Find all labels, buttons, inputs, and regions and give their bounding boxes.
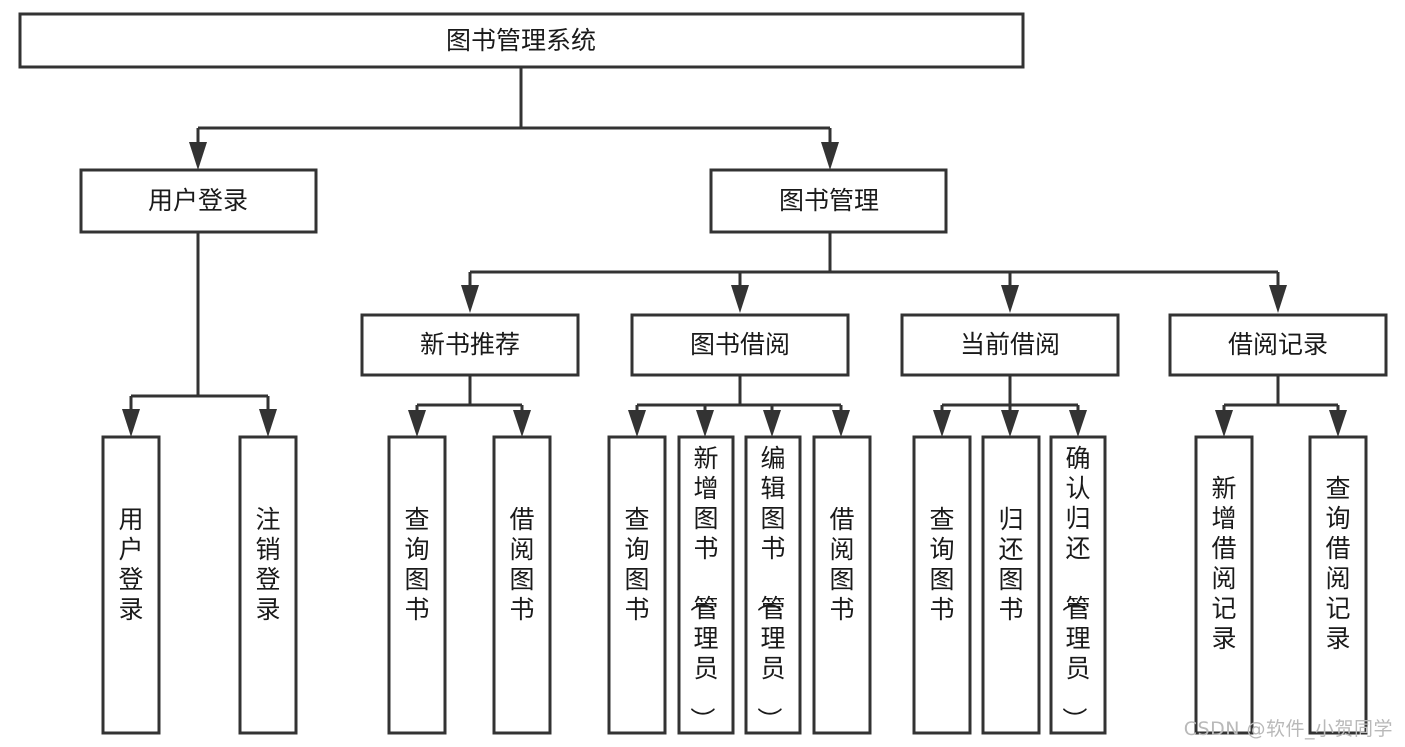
- leaf-new-book-1-rect: [387, 435, 447, 735]
- leaf-current-borrow-1-rect: [912, 435, 972, 735]
- arrow-to-current-borrow: [1001, 285, 1019, 313]
- leaf-book-borrow-2-label: 新增图书（管理员）: [687, 444, 718, 732]
- arrow-ul-leaf2: [259, 409, 277, 437]
- node-root-system[interactable]: 图书管理系统: [18, 12, 1025, 69]
- leaf-book-borrow-3[interactable]: 编辑图书（管理员）: [744, 435, 802, 735]
- node-user-login-rect: [79, 168, 318, 234]
- leaf-borrow-record-1-label: 新增借阅记录: [1211, 474, 1236, 653]
- leaf-user-login-1-rect: [101, 435, 161, 735]
- arrow-cb-leaf2: [1001, 410, 1019, 437]
- leaf-current-borrow-1-label: 查询图书: [929, 505, 954, 624]
- leaf-book-borrow-3-rect: [744, 435, 802, 735]
- leaf-new-book-1[interactable]: 查询图书: [387, 435, 447, 735]
- arrow-bb-leaf2: [696, 410, 714, 437]
- leaf-user-login-2-rect: [238, 435, 298, 735]
- leaf-new-book-2-rect: [492, 435, 552, 735]
- leaf-book-borrow-4[interactable]: 借阅图书: [812, 435, 872, 735]
- arrow-nb-leaf1: [408, 410, 426, 437]
- arrow-to-book-manage: [821, 142, 839, 170]
- arrow-to-user-login: [189, 142, 207, 170]
- node-book-borrow-rect: [630, 313, 850, 377]
- node-current-borrow[interactable]: 当前借阅: [900, 313, 1120, 377]
- node-user-login-label: 用户登录: [148, 186, 248, 215]
- node-root-label: 图书管理系统: [446, 26, 596, 55]
- leaf-current-borrow-3-label: 确认归还（管理员）: [1059, 444, 1090, 732]
- leaf-book-borrow-2[interactable]: 新增图书（管理员）: [677, 435, 735, 735]
- arrow-bb-leaf4: [832, 410, 850, 437]
- arrow-to-borrow-record: [1269, 285, 1287, 313]
- leaf-current-borrow-2-rect: [981, 435, 1041, 735]
- node-borrow-record-label: 借阅记录: [1228, 330, 1328, 359]
- node-borrow-record-rect: [1168, 313, 1388, 377]
- arrow-bb-leaf1: [628, 410, 646, 437]
- node-book-borrow-label: 图书借阅: [690, 330, 790, 359]
- leaf-book-borrow-2-rect: [677, 435, 735, 735]
- node-book-borrow[interactable]: 图书借阅: [630, 313, 850, 377]
- node-book-manage-rect: [709, 168, 948, 234]
- leaf-book-borrow-4-rect: [812, 435, 872, 735]
- arrow-nb-leaf2: [513, 410, 531, 437]
- node-borrow-record[interactable]: 借阅记录: [1168, 313, 1388, 377]
- node-new-book-recommend[interactable]: 新书推荐: [360, 313, 580, 377]
- leaf-book-borrow-4-label: 借阅图书: [829, 505, 854, 624]
- arrow-to-new-book: [461, 285, 479, 313]
- arrow-cb-leaf1: [933, 410, 951, 437]
- node-current-borrow-rect: [900, 313, 1120, 377]
- leaf-borrow-record-2[interactable]: 查询借阅记录: [1308, 435, 1368, 735]
- leaf-book-borrow-1-label: 查询图书: [624, 505, 649, 624]
- leaf-new-book-2[interactable]: 借阅图书: [492, 435, 552, 735]
- node-current-borrow-label: 当前借阅: [960, 330, 1060, 359]
- node-root-rect: [18, 12, 1025, 69]
- node-book-manage[interactable]: 图书管理: [709, 168, 948, 234]
- leaf-current-borrow-2-label: 归还图书: [998, 505, 1023, 624]
- leaf-borrow-record-1[interactable]: 新增借阅记录: [1194, 435, 1254, 735]
- csdn-watermark: CSDN @软件_小贺同学: [1183, 718, 1393, 740]
- leaf-new-book-2-label: 借阅图书: [509, 505, 534, 624]
- leaf-book-borrow-1[interactable]: 查询图书: [607, 435, 667, 735]
- leaf-new-book-1-label: 查询图书: [404, 505, 429, 624]
- arrow-bb-leaf3: [763, 410, 781, 437]
- node-user-login[interactable]: 用户登录: [79, 168, 318, 234]
- node-new-book-recommend-label: 新书推荐: [420, 330, 520, 359]
- leaf-borrow-record-1-rect: [1194, 435, 1254, 735]
- arrow-br-leaf1: [1215, 410, 1233, 437]
- leaf-current-borrow-3[interactable]: 确认归还（管理员）: [1049, 435, 1107, 735]
- leaf-current-borrow-3-rect: [1049, 435, 1107, 735]
- edges-layer: [122, 67, 1347, 437]
- leaf-borrow-record-2-label: 查询借阅记录: [1325, 474, 1350, 653]
- arrow-cb-leaf3: [1069, 410, 1087, 437]
- leaf-current-borrow-2[interactable]: 归还图书: [981, 435, 1041, 735]
- leaf-user-login-2[interactable]: 注销登录: [238, 435, 298, 735]
- leaf-user-login-1-label: 用户登录: [118, 505, 143, 624]
- arrow-ul-leaf1: [122, 409, 140, 437]
- node-new-book-recommend-rect: [360, 313, 580, 377]
- leaf-user-login-1[interactable]: 用户登录: [101, 435, 161, 735]
- arrow-br-leaf2: [1329, 410, 1347, 437]
- leaf-borrow-record-2-rect: [1308, 435, 1368, 735]
- leaf-user-login-2-label: 注销登录: [255, 505, 280, 624]
- arrow-to-book-borrow: [731, 285, 749, 313]
- leaf-book-borrow-1-rect: [607, 435, 667, 735]
- leaf-book-borrow-3-label: 编辑图书（管理员）: [754, 444, 785, 732]
- leaf-current-borrow-1[interactable]: 查询图书: [912, 435, 972, 735]
- node-book-manage-label: 图书管理: [779, 186, 879, 215]
